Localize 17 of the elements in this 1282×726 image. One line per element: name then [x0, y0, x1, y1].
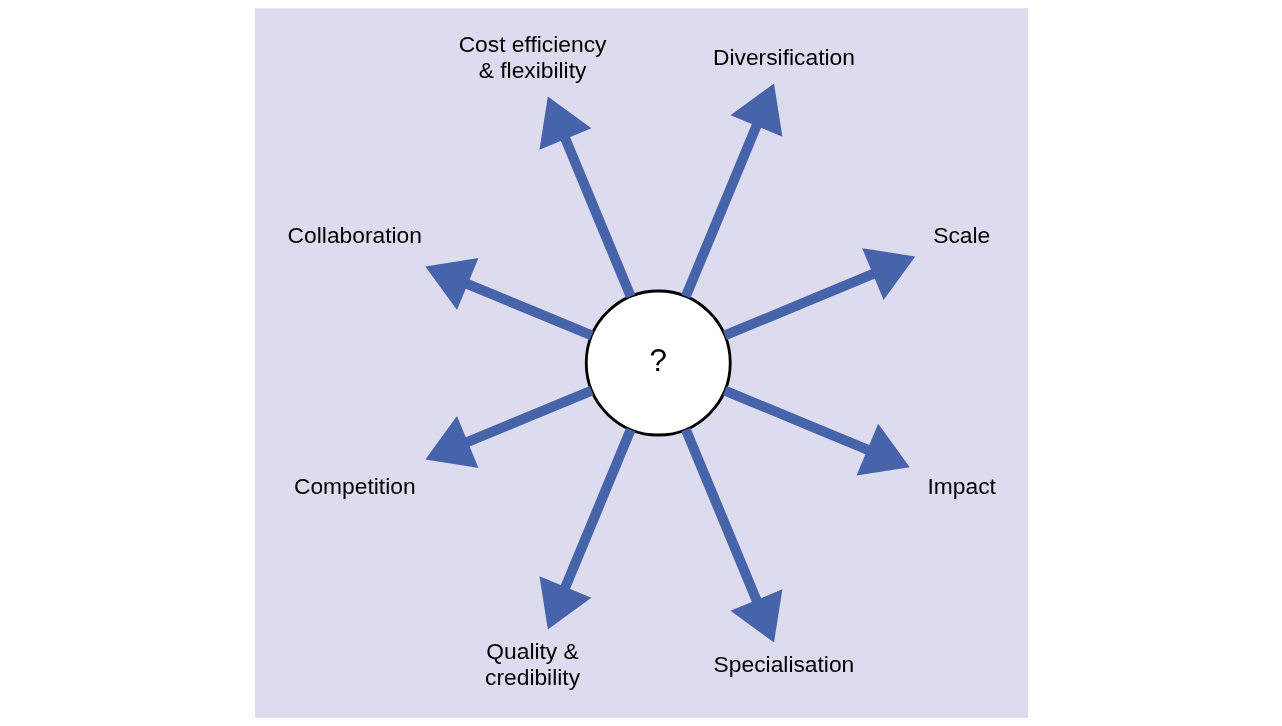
- node-text: Diversification: [712, 43, 855, 70]
- node-circle: ?: [584, 289, 732, 437]
- arrow: [538, 96, 635, 299]
- node-text: Cost efficiency & flexibility: [458, 31, 606, 83]
- node-text: Specialisation: [713, 650, 854, 677]
- arrow: [680, 427, 782, 643]
- node-text: Competition: [293, 473, 416, 500]
- node-text: Scale: [932, 221, 990, 248]
- arrow: [538, 427, 635, 630]
- node-text: Collaboration: [287, 221, 422, 248]
- arrow: [722, 385, 910, 476]
- arrow: [424, 258, 594, 341]
- arrow: [722, 248, 915, 341]
- node-text: Quality & credibility: [484, 638, 580, 690]
- arrow: [680, 83, 782, 299]
- arrow: [424, 385, 594, 468]
- node-text: Impact: [927, 473, 996, 500]
